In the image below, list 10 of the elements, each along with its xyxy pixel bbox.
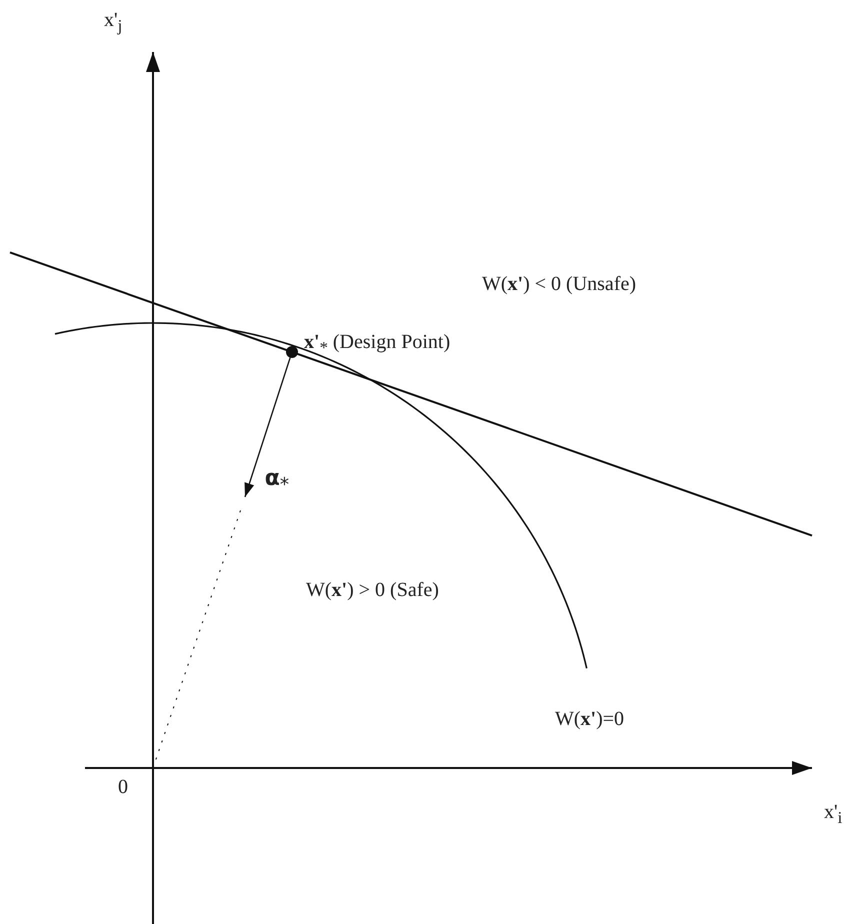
axis-label: x'$_{j}$ — [104, 8, 122, 36]
arrow — [244, 358, 291, 498]
origin-label: 0 — [118, 775, 128, 799]
design-point-dot — [286, 346, 298, 358]
curve-label: W(x')=0 — [555, 707, 624, 731]
vector-label: α$_{*}$ — [264, 466, 289, 497]
region-label: W(x') > 0 (Safe) — [306, 578, 439, 602]
point-label: x'$_{*}$ (Design Point) — [304, 330, 450, 358]
region-label: W(x') < 0 (Unsafe) — [482, 272, 636, 296]
axis-label: x'$_{i}$ — [824, 800, 842, 828]
